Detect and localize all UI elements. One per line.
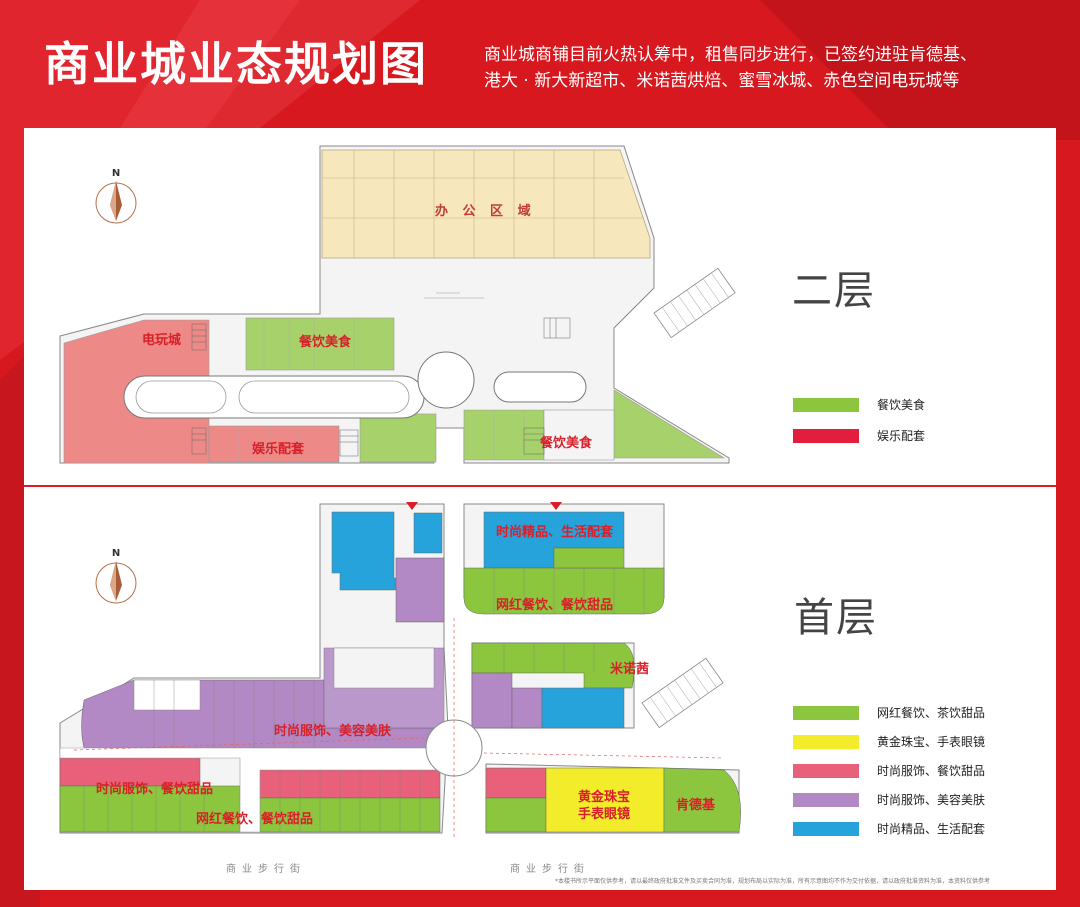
floor-label-1f: 首层 <box>794 595 878 641</box>
street-label-right: 商业步行街 <box>510 864 590 875</box>
legend-label: 黄金珠宝、手表眼镜 <box>877 735 986 749</box>
zone-kfc: 肯德基 <box>676 798 716 813</box>
zone-wanghong-top: 网红餐饮、餐饮甜品 <box>496 598 614 613</box>
floor-label-2f: 二层 <box>792 268 876 314</box>
zone-fashion-dessert: 时尚服饰、餐饮甜品 <box>96 782 214 797</box>
zone-dining-right: 餐饮美食 <box>540 436 593 451</box>
legend-item: 时尚精品、生活配套 <box>793 820 985 837</box>
legend-swatch <box>793 763 859 778</box>
legend-1f: 网红餐饮、茶饮甜品 黄金珠宝、手表眼镜 时尚服饰、餐饮甜品 时尚服饰、美容美肤 … <box>793 704 985 849</box>
legend-item: 网红餐饮、茶饮甜品 <box>793 704 985 721</box>
floor-plan-drawing <box>24 145 1056 838</box>
zone-boutique-top: 时尚精品、生活配套 <box>496 525 614 540</box>
zone-arcade: 电玩城 <box>142 333 182 348</box>
svg-text:N: N <box>112 548 120 559</box>
zone-office: 办 公 区 域 <box>435 204 536 219</box>
legend-swatch <box>793 734 859 749</box>
first-floor-plan <box>59 502 741 838</box>
legend-label: 时尚服饰、餐饮甜品 <box>877 764 986 778</box>
legend-swatch <box>793 821 859 836</box>
legend-item: 黄金珠宝、手表眼镜 <box>793 733 985 750</box>
intro-text: 商业城商铺目前火热认筹中，租售同步进行，已签约进驻肯德基、 港大 · 新大新超市… <box>484 42 1064 94</box>
zone-wanghong-bottom: 网红餐饮、餐饮甜品 <box>196 812 314 827</box>
legend-swatch <box>793 792 859 807</box>
zone-dining-top: 餐饮美食 <box>299 335 352 350</box>
zone-minuoqian: 米诺茜 <box>610 662 650 677</box>
zone-jewelry-1: 黄金珠宝 <box>578 790 631 805</box>
zone-fashion-beauty: 时尚服饰、美容美肤 <box>274 724 392 739</box>
zone-jewelry-2: 手表眼镜 <box>578 807 631 822</box>
street-label-left: 商业步行街 <box>226 864 306 875</box>
legend-swatch <box>793 397 859 412</box>
legend-label: 餐饮美食 <box>877 398 926 412</box>
intro-line-1: 商业城商铺目前火热认筹中，租售同步进行，已签约进驻肯德基、 <box>484 45 977 65</box>
intro-line-2: 港大 · 新大新超市、米诺茜烘焙、蜜雪冰城、赤色空间电玩城等 <box>484 71 960 91</box>
page-title: 商业城业态规划图 <box>44 37 428 91</box>
zone-entertainment: 娱乐配套 <box>252 442 305 457</box>
disclaimer: *本楼书所示平面仅供参考，请以最终政府批准文件及买卖合同为准，规划布局以实际为准… <box>555 878 991 885</box>
legend-item: 娱乐配套 <box>793 427 925 444</box>
svg-text:N: N <box>112 168 120 179</box>
legend-label: 时尚服饰、美容美肤 <box>877 793 986 807</box>
legend-label: 娱乐配套 <box>877 429 926 443</box>
legend-item: 餐饮美食 <box>793 396 925 413</box>
legend-swatch <box>793 428 859 443</box>
legend-item: 时尚服饰、美容美肤 <box>793 791 985 808</box>
legend-swatch <box>793 705 859 720</box>
second-floor-plan <box>59 145 736 464</box>
legend-item: 时尚服饰、餐饮甜品 <box>793 762 985 779</box>
legend-label: 时尚精品、生活配套 <box>877 822 986 836</box>
legend-label: 网红餐饮、茶饮甜品 <box>877 706 986 720</box>
north-arrow-icon: N <box>95 548 137 604</box>
north-arrow-icon: N <box>95 168 137 224</box>
legend-2f: 餐饮美食 娱乐配套 <box>793 396 925 458</box>
